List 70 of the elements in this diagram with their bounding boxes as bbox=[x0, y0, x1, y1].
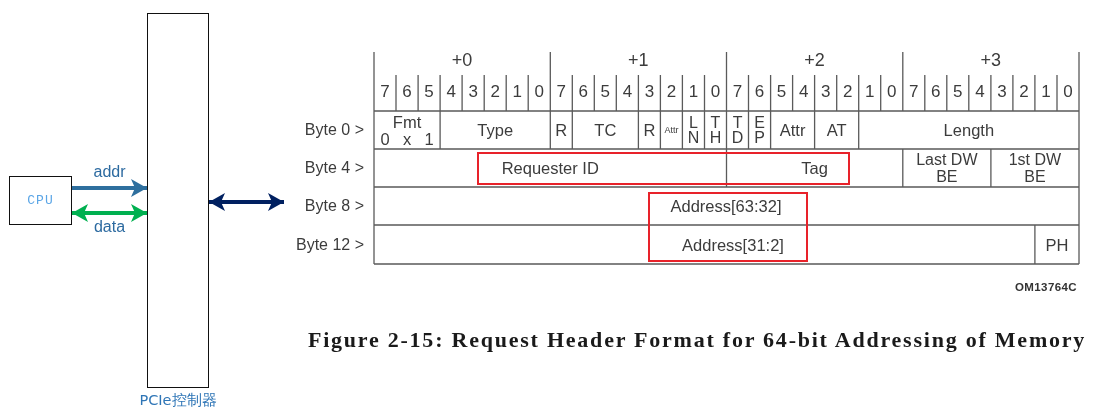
row-label: Byte 12 > bbox=[295, 235, 364, 254]
bit-number: 0 bbox=[1063, 82, 1073, 102]
field-name: Requester ID bbox=[501, 158, 599, 178]
byte-offset: +3 bbox=[980, 49, 1002, 71]
bit-number: 5 bbox=[953, 82, 963, 102]
bit-number: 6 bbox=[754, 82, 765, 102]
row-label: Byte 4 > bbox=[304, 158, 364, 178]
field-name: Tag bbox=[801, 158, 828, 178]
bit-number: 0 bbox=[534, 82, 544, 102]
arrow bbox=[72, 204, 147, 222]
arrow bbox=[72, 179, 147, 197]
bit-number: 7 bbox=[380, 82, 390, 102]
field-name: E P bbox=[753, 115, 766, 145]
bit-number: 1 bbox=[864, 82, 875, 102]
field-name: R bbox=[555, 120, 568, 140]
bit-number: 1 bbox=[512, 82, 522, 102]
bit-number: 3 bbox=[820, 82, 831, 102]
row-label: Byte 8 > bbox=[304, 196, 364, 216]
figure-caption: Figure 2-15: Request Header Format for 64-bit Addressing of Memory bbox=[307, 327, 1087, 353]
bit-number: 4 bbox=[622, 82, 633, 102]
bit-number: 5 bbox=[600, 82, 611, 102]
field-name: Fmt bbox=[392, 112, 422, 132]
field-name: Address[63:32] bbox=[670, 196, 782, 216]
bit-number: 4 bbox=[446, 82, 456, 102]
arrow bbox=[209, 193, 284, 211]
field-name: T H bbox=[708, 115, 723, 145]
bit-number: 6 bbox=[931, 82, 941, 102]
field-name: R bbox=[643, 120, 656, 140]
bit-number: 7 bbox=[556, 82, 566, 102]
bit-number: 2 bbox=[666, 82, 677, 102]
field-name: T D bbox=[730, 115, 745, 145]
bit-number: 3 bbox=[468, 82, 478, 102]
field-name: 0 bbox=[380, 129, 390, 149]
field-name: Type bbox=[477, 120, 514, 140]
field-name: Address[31:2] bbox=[682, 235, 784, 254]
bit-number: 2 bbox=[490, 82, 500, 102]
bit-number: 6 bbox=[402, 82, 412, 102]
bit-number: 0 bbox=[887, 82, 897, 102]
field-name: Attr bbox=[664, 124, 679, 136]
bit-number: 2 bbox=[1019, 82, 1029, 102]
box-label: PCIe控制器 bbox=[139, 392, 217, 409]
field-name: x bbox=[402, 129, 412, 149]
cpu-box: CPU bbox=[9, 176, 72, 225]
byte-offset: +0 bbox=[451, 49, 473, 71]
field-name: AT bbox=[826, 120, 847, 140]
field-name: 1st DW BE bbox=[1007, 151, 1063, 185]
byte-offset: +2 bbox=[804, 49, 825, 71]
bit-number: 5 bbox=[424, 82, 434, 102]
field-name: 1 bbox=[424, 129, 434, 149]
field-name: TC bbox=[594, 120, 617, 140]
bit-number: 7 bbox=[732, 82, 743, 102]
figure-code: OM13764C bbox=[1015, 281, 1077, 295]
bit-number: 1 bbox=[688, 82, 699, 102]
row-label: Byte 0 > bbox=[304, 120, 364, 140]
field-name: Last DW BE bbox=[915, 151, 979, 185]
bit-number: 4 bbox=[798, 82, 809, 102]
field-name: Attr bbox=[779, 120, 806, 140]
field-name: PH bbox=[1045, 235, 1069, 254]
bit-number: 5 bbox=[776, 82, 787, 102]
bit-number: 0 bbox=[710, 82, 721, 102]
bit-number: 3 bbox=[644, 82, 655, 102]
bit-number: 7 bbox=[909, 82, 919, 102]
bit-number: 6 bbox=[578, 82, 589, 102]
byte-offset: +1 bbox=[628, 49, 649, 71]
bit-number: 1 bbox=[1041, 82, 1051, 102]
bit-number: 3 bbox=[997, 82, 1007, 102]
bit-number: 2 bbox=[842, 82, 853, 102]
bit-number: 4 bbox=[975, 82, 985, 102]
field-name: L N bbox=[686, 115, 701, 145]
field-name: Length bbox=[943, 120, 995, 140]
